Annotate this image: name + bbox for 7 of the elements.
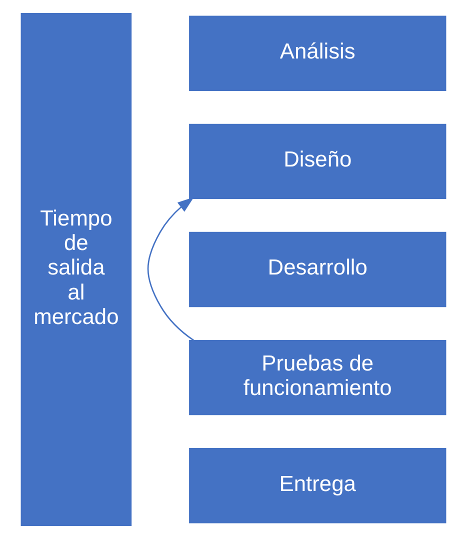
node-box: Desarrollo (189, 232, 446, 308)
node-box: Tiempo de salida al mercado (20, 13, 132, 526)
node-box: Pruebas de funcionamiento (189, 340, 446, 416)
node-box: Análisis (189, 16, 446, 91)
node-box: Diseño (189, 124, 446, 200)
arrow (147, 197, 194, 342)
node-box: Entrega (189, 448, 446, 524)
